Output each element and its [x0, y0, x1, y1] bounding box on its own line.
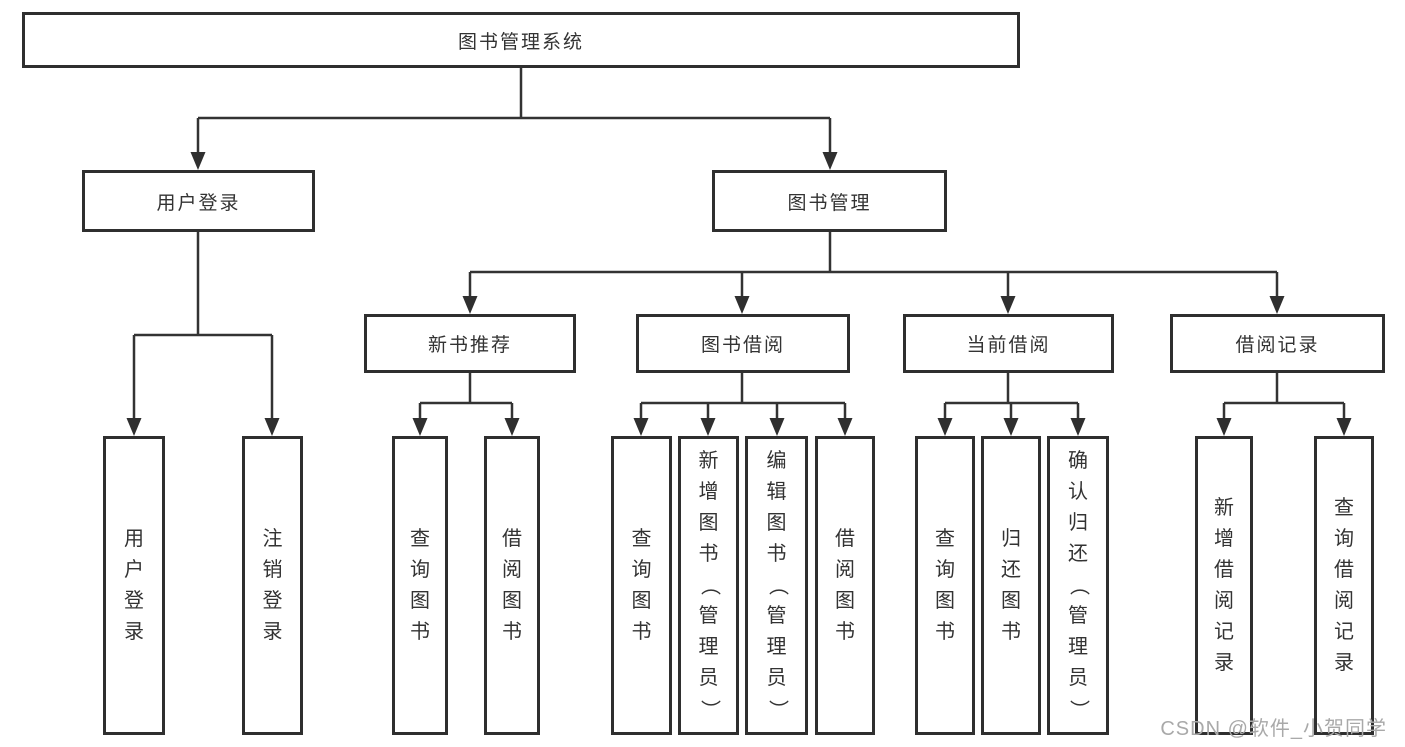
leaf-logout-login: 注销登录: [242, 436, 303, 735]
leaf-user-login: 用户登录: [103, 436, 165, 735]
leaf-add-borrow-record: 新增借阅记录: [1195, 436, 1253, 735]
leaf-query-borrow-record: 查询借阅记录: [1314, 436, 1374, 735]
node-label: 查询借阅记录: [1334, 496, 1354, 674]
leaf-add-books-admin: 新增图书（管理员）: [678, 436, 739, 735]
node-label: 图书借阅: [700, 335, 785, 356]
node-label: 当前借阅: [966, 335, 1051, 356]
leaf-edit-books-admin: 编辑图书（管理员）: [745, 436, 808, 735]
leaf-borrowing-borrow-books: 借阅图书: [815, 436, 875, 735]
node-label: 借阅图书: [835, 527, 855, 643]
node-label: 借阅图书: [502, 527, 522, 643]
leaf-confirm-return-admin: 确认归还（管理员）: [1047, 436, 1109, 735]
node-label: 注销登录: [262, 527, 283, 643]
node-book-borrowing: 图书借阅: [636, 314, 850, 373]
leaf-return-books: 归还图书: [981, 436, 1041, 735]
node-label: 编辑图书（管理员）: [766, 450, 788, 720]
node-label: 用户登录: [124, 527, 144, 643]
node-book-management: 图书管理: [712, 170, 947, 232]
node-label: 新书推荐: [427, 335, 512, 356]
node-new-book-recommend: 新书推荐: [364, 314, 576, 373]
node-label: 图书管理系统: [457, 31, 584, 53]
leaf-recommend-borrow-books: 借阅图书: [484, 436, 540, 735]
node-label: 查询图书: [935, 527, 955, 643]
node-borrowing-records: 借阅记录: [1170, 314, 1385, 373]
node-user-login: 用户登录: [82, 170, 315, 232]
node-label: 确认归还（管理员）: [1067, 450, 1090, 720]
leaf-borrowing-query-books: 查询图书: [611, 436, 672, 735]
node-label: 用户登录: [156, 192, 241, 214]
csdn-watermark: CSDN @软件_小贺同学: [1160, 718, 1387, 740]
node-library-system: 图书管理系统: [22, 12, 1020, 68]
node-label: 新增借阅记录: [1214, 496, 1234, 674]
node-label: 新增图书（管理员）: [698, 450, 720, 720]
leaf-current-query-books: 查询图书: [915, 436, 975, 735]
node-label: 查询图书: [631, 527, 652, 643]
node-label: 借阅记录: [1235, 335, 1320, 356]
leaf-recommend-query-books: 查询图书: [392, 436, 448, 735]
node-label: 图书管理: [787, 192, 872, 214]
node-current-borrowing: 当前借阅: [903, 314, 1114, 373]
node-label: 查询图书: [410, 527, 430, 643]
node-label: 归还图书: [1001, 527, 1021, 643]
